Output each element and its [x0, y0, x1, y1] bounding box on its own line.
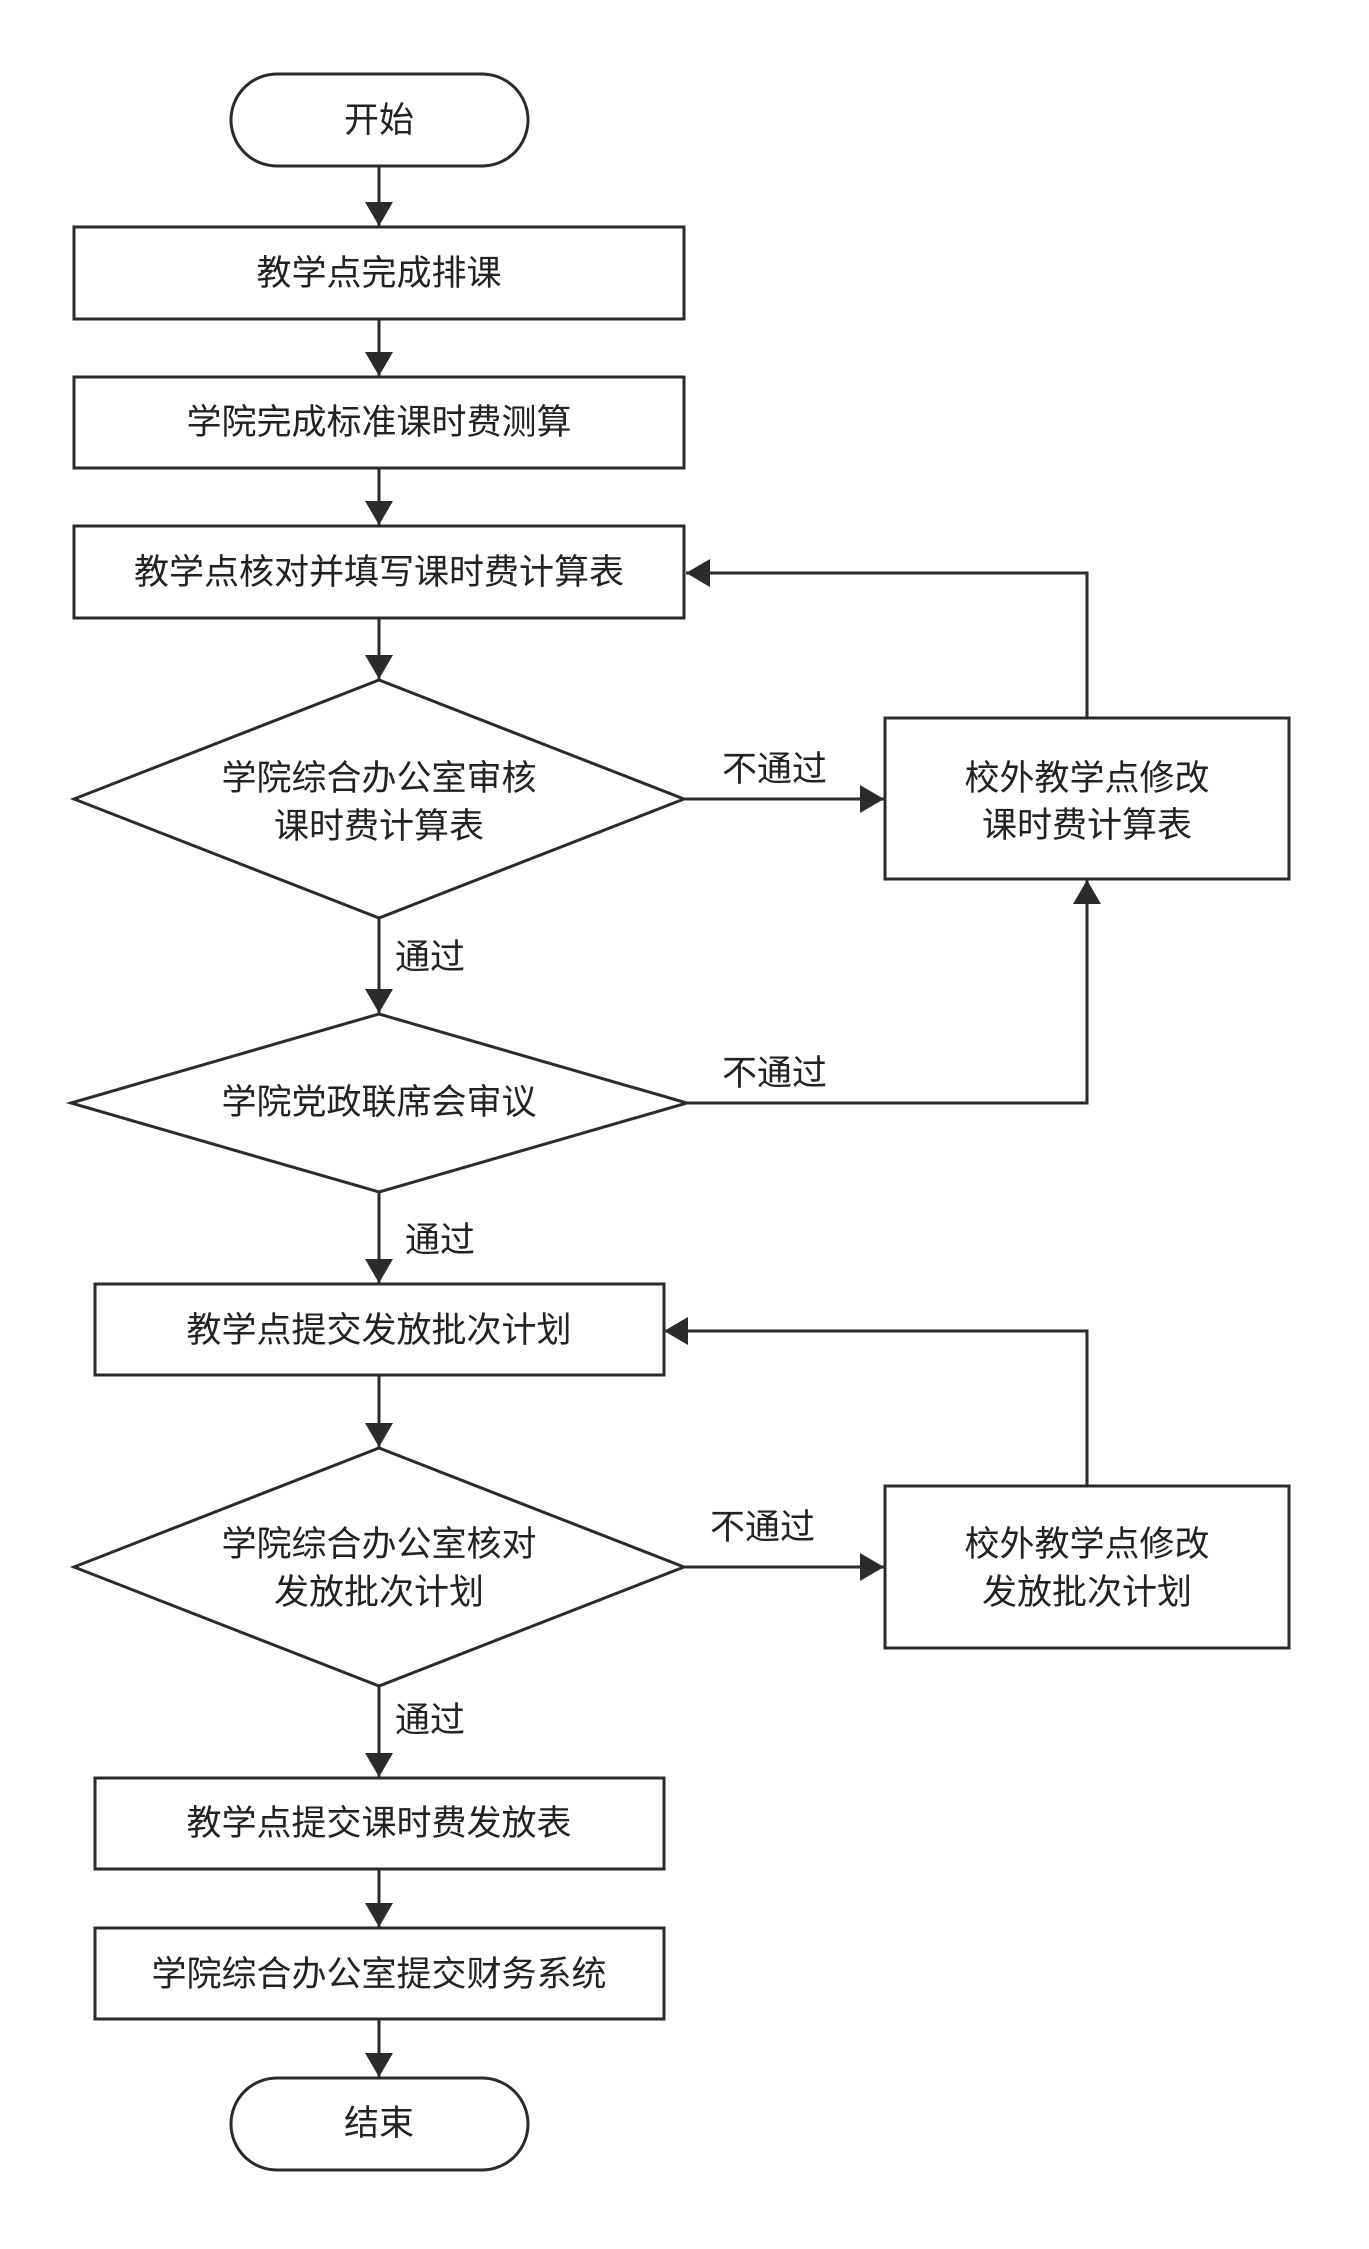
node-finance: 学院综合办公室提交财务系统	[93, 1926, 666, 2021]
node-submit-payment: 教学点提交课时费发放表	[93, 1776, 666, 1871]
node-submit-plan: 教学点提交发放批次计划	[93, 1282, 666, 1377]
finance-label: 学院综合办公室提交财务系统	[151, 1955, 606, 1995]
edge-label-pass-3: 通过	[395, 1701, 465, 1741]
verify-fill-box	[72, 524, 686, 620]
review-office-label-line1: 学院综合办公室审核	[221, 759, 536, 799]
submit-plan-label: 教学点提交发放批次计划	[186, 1311, 571, 1351]
node-end: 结束	[229, 2076, 530, 2172]
submit-payment-box	[93, 1776, 666, 1871]
node-check-plan: 学院综合办公室核对 发放批次计划	[69, 1446, 689, 1688]
edge-party-revise	[688, 880, 1101, 1105]
start-label: 开始	[344, 101, 414, 141]
edge-label-pass-1: 通过	[395, 938, 465, 978]
revise-calc-label-line2: 课时费计算表	[982, 806, 1192, 846]
end-label: 结束	[344, 2104, 414, 2144]
edge-reviseplan-plan	[664, 1317, 1089, 1485]
finance-box	[93, 1926, 666, 2021]
edge-label-fail-1: 不通过	[722, 750, 827, 790]
end-terminal	[229, 2076, 530, 2172]
submit-payment-label: 教学点提交课时费发放表	[186, 1804, 571, 1844]
edges	[365, 167, 1101, 2077]
edge-label-fail-2: 不通过	[722, 1054, 827, 1094]
node-revise-plan: 校外教学点修改 发放批次计划	[883, 1484, 1291, 1650]
node-review-office: 学院综合办公室审核 课时费计算表	[69, 678, 689, 920]
review-office-label-line2: 课时费计算表	[274, 807, 484, 847]
node-arrange: 教学点完成排课	[72, 225, 686, 321]
start-terminal	[229, 72, 530, 168]
arrange-box	[72, 225, 686, 321]
calc-standard-label: 学院完成标准课时费测算	[186, 403, 571, 443]
node-start: 开始	[229, 72, 530, 168]
arrange-label: 教学点完成排课	[256, 254, 501, 294]
revise-calc-box	[883, 716, 1291, 881]
submit-plan-box	[93, 1282, 666, 1377]
check-plan-decision	[69, 1446, 689, 1688]
revise-plan-label-line1: 校外教学点修改	[964, 1525, 1209, 1565]
edge-revise-verify	[686, 559, 1089, 717]
revise-plan-box	[883, 1484, 1291, 1650]
node-party-review: 学院党政联席会审议	[65, 1012, 693, 1194]
revise-plan-label-line2: 发放批次计划	[982, 1573, 1192, 1613]
edge-label-fail-3: 不通过	[710, 1508, 815, 1548]
calc-standard-box	[72, 375, 686, 470]
edge-labels: 不通过 通过 不通过 通过 不通过 通过	[395, 750, 827, 1741]
party-review-decision	[65, 1012, 693, 1194]
revise-calc-label-line1: 校外教学点修改	[964, 759, 1209, 799]
check-plan-label-line1: 学院综合办公室核对	[221, 1525, 536, 1565]
node-calc-standard: 学院完成标准课时费测算	[72, 375, 686, 470]
node-verify-fill: 教学点核对并填写课时费计算表	[72, 524, 686, 620]
node-revise-calc: 校外教学点修改 课时费计算表	[883, 716, 1291, 881]
check-plan-label-line2: 发放批次计划	[274, 1573, 484, 1613]
party-review-label: 学院党政联席会审议	[221, 1083, 536, 1123]
review-office-decision	[69, 678, 689, 920]
verify-fill-label: 教学点核对并填写课时费计算表	[134, 553, 624, 593]
edge-label-pass-2: 通过	[405, 1221, 475, 1261]
